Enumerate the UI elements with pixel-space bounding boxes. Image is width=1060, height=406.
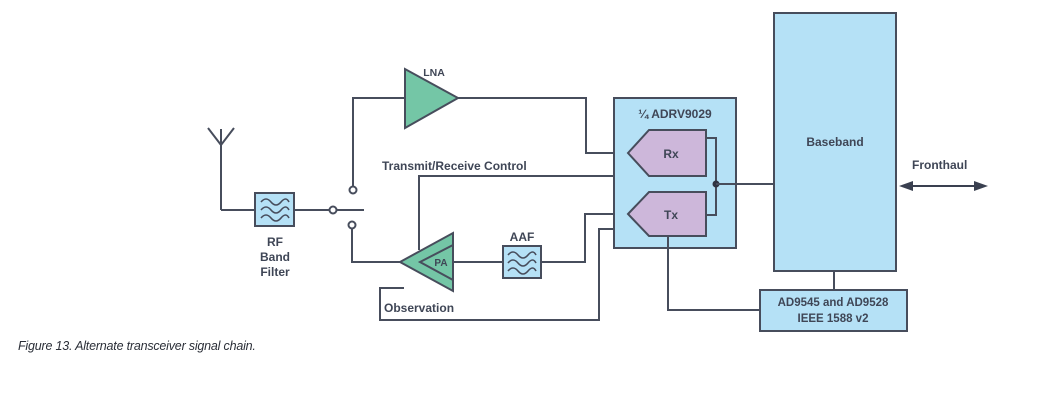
tx-label: Tx xyxy=(664,208,678,222)
tr-control-label: Transmit/Receive Control xyxy=(382,159,527,173)
baseband-block: Baseband xyxy=(773,12,897,272)
aaf-to-tx-wire xyxy=(541,213,628,263)
aaf-label: AAF xyxy=(510,230,535,244)
filter-waves-icon xyxy=(260,198,290,222)
figure-caption: Figure 13. Alternate transceiver signal … xyxy=(18,339,256,353)
observation-label: Observation xyxy=(384,301,454,315)
rf-band-filter: RF Band Filter xyxy=(254,192,295,279)
switch-to-pa-wire xyxy=(351,229,400,263)
clock-label-line2: IEEE 1588 v2 xyxy=(798,313,869,325)
rx-label: Rx xyxy=(663,147,679,161)
observation-wire xyxy=(379,228,640,321)
tx-to-clock-wire xyxy=(667,236,760,311)
rf-filter-label-line3: Filter xyxy=(260,265,290,279)
rf-filter-label-line1: RF xyxy=(267,235,283,249)
filter-waves-icon xyxy=(507,251,537,275)
pa-label: PA xyxy=(434,258,447,269)
lna-to-rx-wire xyxy=(458,97,628,154)
clock-block: AD9545 and AD9528 IEEE 1588 v2 xyxy=(759,289,908,332)
rx-tx-join-wire xyxy=(706,137,717,216)
switch-to-lna-wire xyxy=(352,97,405,186)
rf-switch-icon xyxy=(328,185,364,230)
rx-converter: Rx xyxy=(626,129,707,177)
antenna-icon xyxy=(207,127,235,210)
amplifier-triangle-icon xyxy=(404,67,461,130)
transceiver-block: ¼ ADRV9029 Rx Tx xyxy=(613,97,737,249)
fronthaul-label: Fronthaul xyxy=(912,158,967,172)
aaf-filter: AAF xyxy=(502,230,542,279)
transceiver-label: ¼ ADRV9029 xyxy=(638,107,712,121)
pa-amplifier: PA xyxy=(397,231,454,293)
clock-label-line1: AD9545 and AD9528 xyxy=(778,297,889,309)
lna-label: LNA xyxy=(423,67,445,79)
rf-filter-label-line2: Band xyxy=(260,250,290,264)
lna-amplifier: LNA xyxy=(404,67,461,130)
fronthaul-arrow-icon xyxy=(899,181,988,191)
baseband-label: Baseband xyxy=(806,135,863,149)
